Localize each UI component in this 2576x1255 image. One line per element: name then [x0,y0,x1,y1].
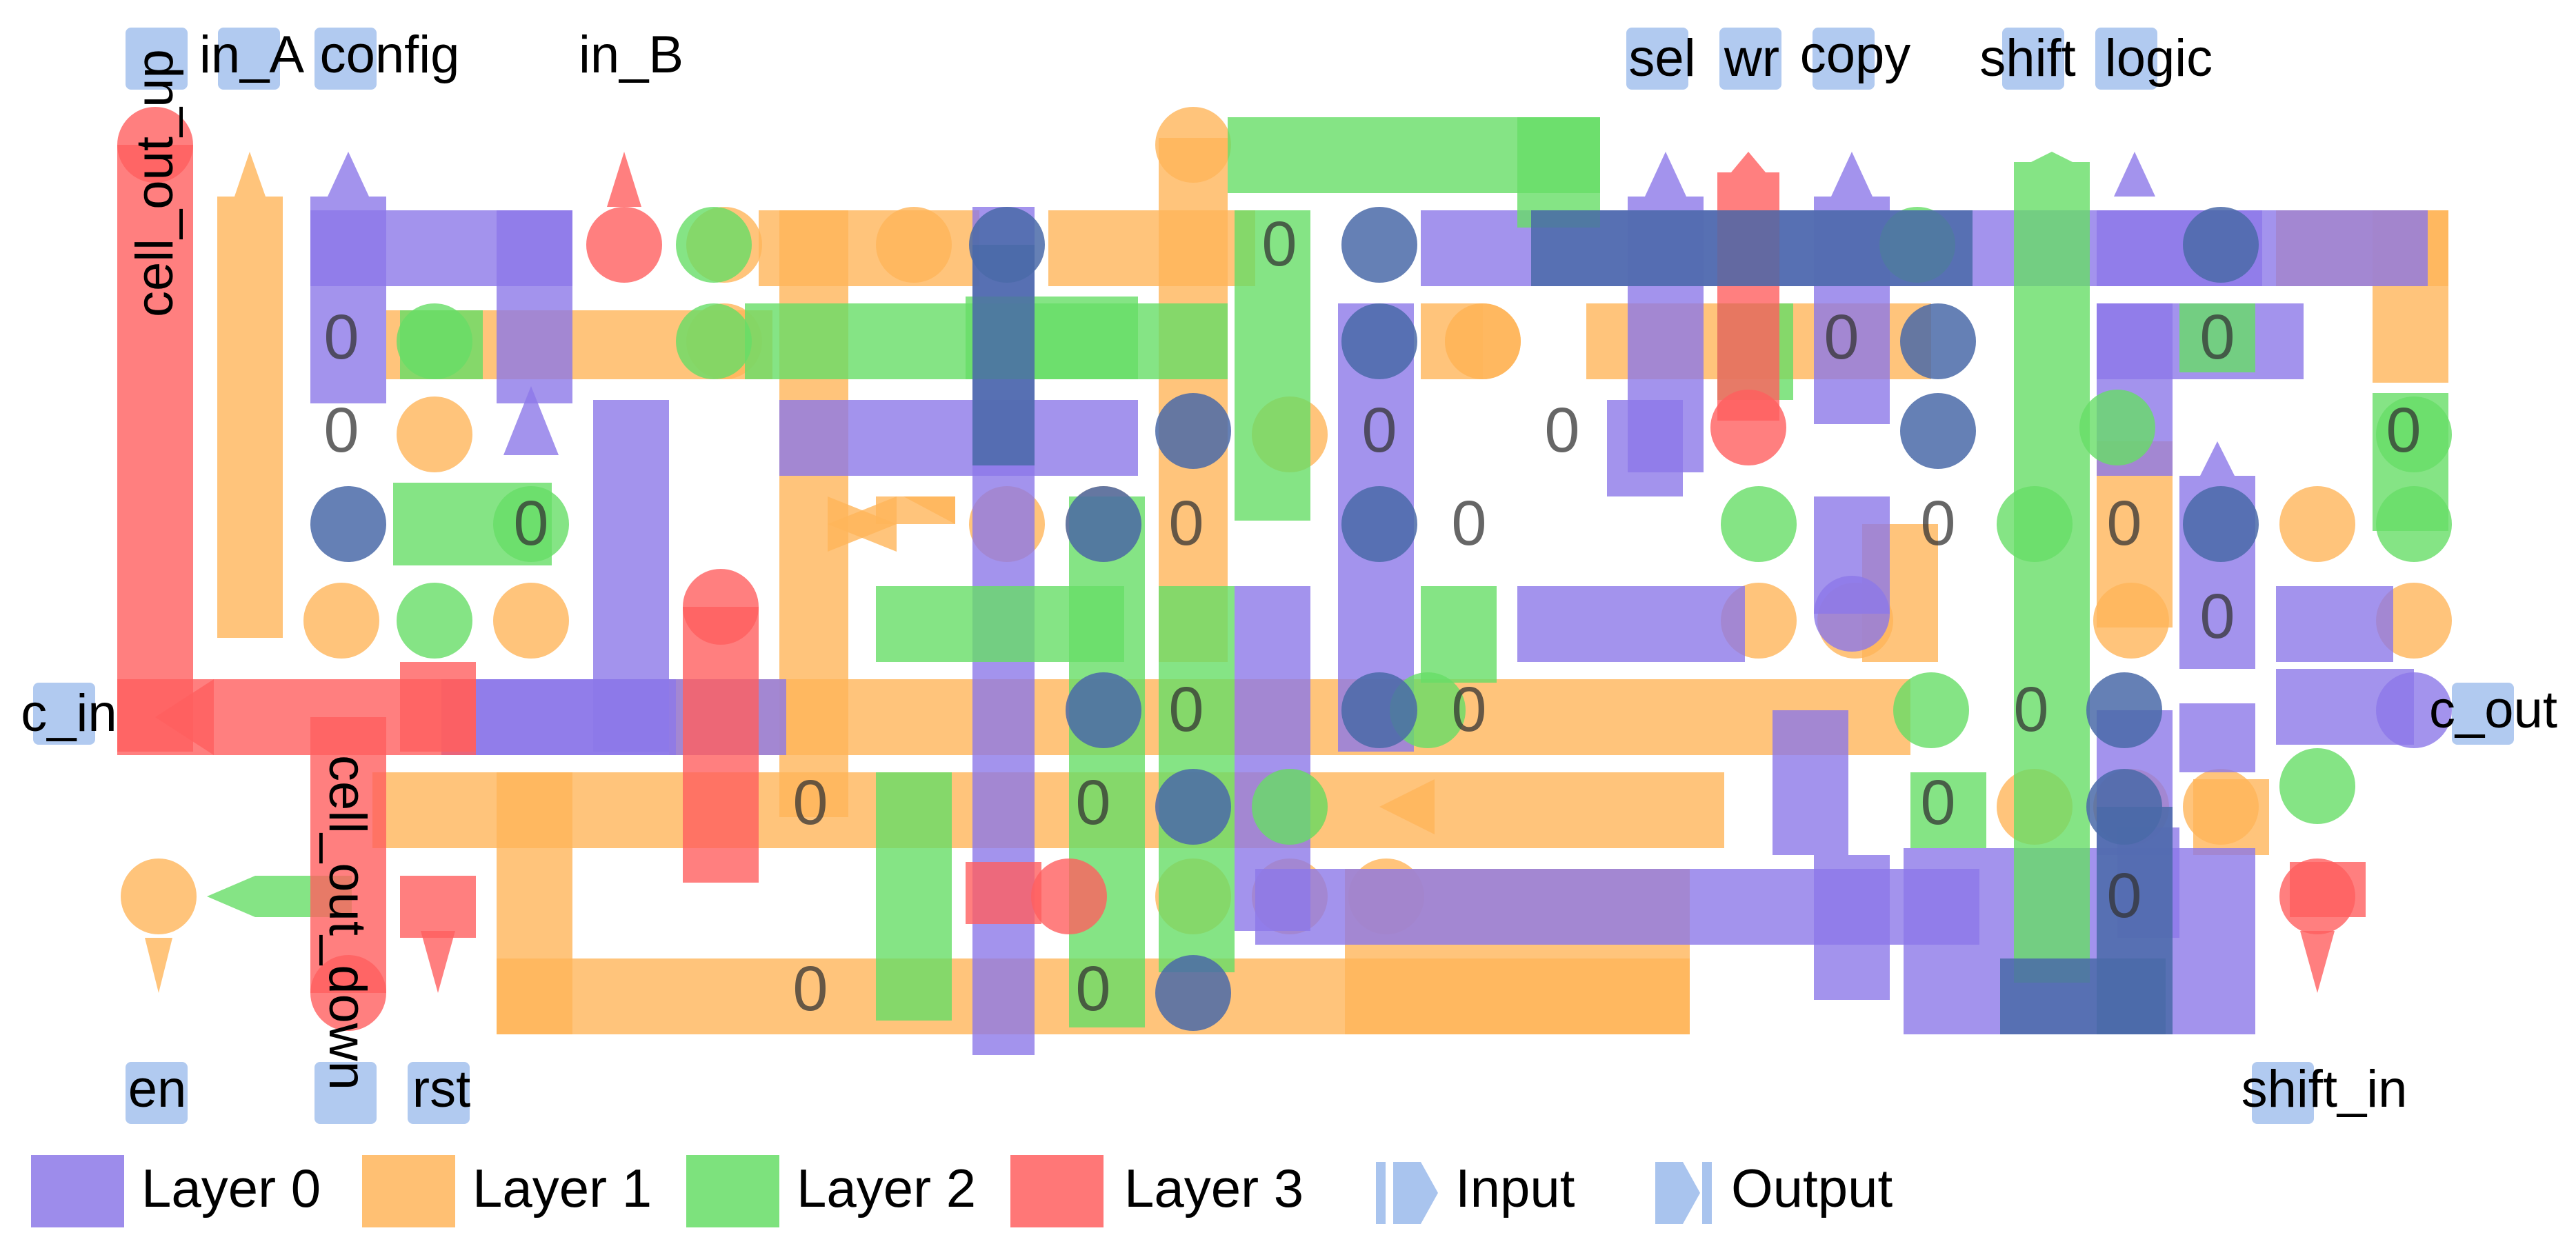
legend-label-layer1: Layer 1 [472,1158,652,1218]
pin-label-in-b: in_B [579,26,683,84]
cell-values: 0 0 0 0 0 0 0 0 0 0 0 0 0 0 0 0 0 0 0 0 … [323,209,2421,1024]
pin-label-shift: shift [1979,29,2075,88]
cell-value: 0 [1075,767,1110,838]
legend-input-icon [1376,1162,1438,1224]
pin-label-shift-in: shift_in [2241,1060,2408,1118]
overlap-regions [310,207,2259,1034]
pin-marker [2095,28,2157,90]
pin-label-sel: sel [1628,29,1695,88]
pin-label-config: config [320,26,460,84]
legend-swatch-layer2 [686,1155,779,1227]
legend-label-output: Output [1731,1158,1893,1218]
pin-marker [314,1062,377,1124]
pin-label-en: en [128,1060,187,1118]
legend-label-layer2: Layer 2 [797,1158,976,1218]
pin-label-in-a: in_A [199,26,304,84]
pin-marker [2252,1062,2314,1124]
legend: Layer 0 Layer 1 Layer 2 Layer 3 Input Ou… [31,1155,1893,1227]
cell-value: 0 [1544,395,1579,465]
cell-value: 0 [2013,674,2048,745]
pin-marker [126,28,188,90]
pin-marker [408,1062,470,1124]
pin-marker [2452,683,2514,745]
pin-marker [314,28,377,90]
pins [33,28,2514,1124]
cell-value: 0 [1920,767,1955,838]
legend-label-layer3: Layer 3 [1124,1158,1304,1218]
pin-label-copy: copy [1800,26,1911,84]
pin-label-cell-out-down: cell_out_down [318,755,377,1090]
cell-value: 0 [792,954,828,1024]
layer0-wires [310,152,2452,1055]
legend-label-input: Input [1455,1158,1575,1218]
pin-marker [1626,28,1688,90]
pin-label-logic: logic [2105,29,2213,88]
pin-marker [126,1062,188,1124]
cell-value: 0 [1361,395,1397,465]
cell-value: 0 [1451,488,1486,559]
pin-label-cell-out-up: cell_out_up [126,49,184,317]
pin-marker [1813,28,1875,90]
cell-value: 0 [2199,302,2235,372]
cell-value: 0 [323,302,359,372]
cell-value: 0 [1168,488,1204,559]
cell-value: 0 [1075,954,1110,1024]
cell-value: 0 [1168,674,1204,745]
legend-output-icon [1655,1162,1712,1224]
cell-value: 0 [323,395,359,465]
legend-label-layer0: Layer 0 [141,1158,321,1218]
pin-label-c-in: c_in [21,684,117,743]
pin-marker [2002,28,2064,90]
cell-value: 0 [2106,488,2141,559]
cell-value: 0 [2199,581,2235,652]
cell-value: 0 [1451,674,1486,745]
cell-value: 0 [2106,861,2141,931]
pin-marker [218,28,280,90]
pin-label-rst: rst [412,1060,470,1118]
cell-value: 0 [1261,209,1297,279]
pin-marker [1719,28,1781,90]
legend-swatch-layer3 [1010,1155,1104,1227]
pin-label-c-out: c_out [2429,681,2557,739]
cell-value: 0 [792,767,828,838]
cell-value: 0 [1920,488,1955,559]
cell-value: 0 [513,488,548,559]
pin-labels: cell_out_up in_A config in_B sel wr copy… [21,26,2557,1118]
pin-marker [33,683,95,745]
cell-value: 0 [2386,395,2421,465]
pin-label-wr: wr [1724,29,1779,88]
legend-swatch-layer1 [362,1155,455,1227]
legend-swatch-layer0 [31,1155,124,1227]
cell-value: 0 [1824,302,1859,372]
